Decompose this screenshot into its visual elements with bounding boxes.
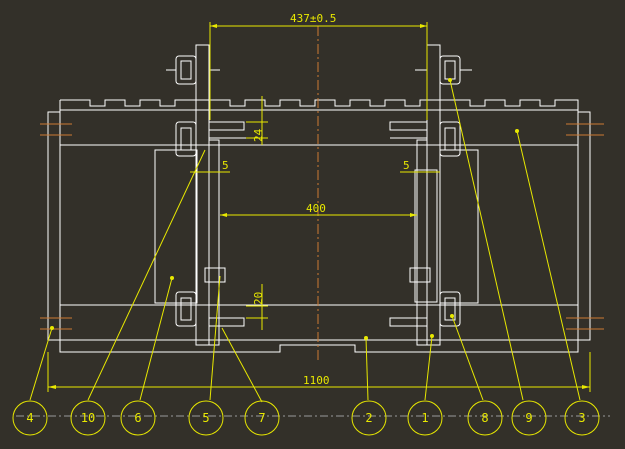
right-lower-bar: [389, 317, 428, 327]
balloon-9: 9: [511, 400, 547, 436]
balloon-6: 6: [120, 400, 156, 436]
balloon-10: 10: [70, 400, 106, 436]
left-upright-inner: [208, 139, 220, 346]
left-upright-outer: [195, 44, 210, 346]
main-frame: [47, 99, 591, 353]
top-crossbar: [60, 99, 579, 110]
right-upper-bar: [389, 121, 428, 131]
balloon-9-label: 9: [525, 411, 532, 425]
left-lower-bar: [208, 317, 245, 327]
balloon-5: 5: [188, 400, 224, 436]
dimension-left-gap: 5: [190, 159, 230, 173]
bolts: [166, 55, 472, 327]
left-gap-label: 5: [222, 159, 229, 172]
dimension-overall-span: 437±0.5: [209, 12, 428, 120]
uprights: [195, 44, 441, 346]
balloon-2: 2: [351, 400, 387, 436]
inner-width-label: 400: [306, 202, 326, 215]
right-upright-outer: [426, 44, 441, 346]
balloon-5-label: 5: [202, 411, 209, 425]
balloon-3: 3: [564, 400, 600, 436]
bolt-left-bottom: [175, 291, 197, 327]
balloon-1-label: 1: [421, 411, 428, 425]
dimension-top-bar-height: 24: [246, 96, 268, 145]
balloon-8-label: 8: [481, 411, 488, 425]
overall-span-label: 437±0.5: [290, 12, 336, 25]
balloon-2-label: 2: [365, 411, 372, 425]
dimension-overall-length: 1100: [47, 352, 591, 392]
balloon-10-label: 10: [81, 411, 95, 425]
top-bar-height-label: 24: [252, 128, 265, 142]
dimension-bottom-bar-height: 20: [246, 284, 268, 330]
balloon-3-label: 3: [578, 411, 585, 425]
balloon-7-label: 7: [258, 411, 265, 425]
balloon-4: 4: [12, 400, 48, 436]
right-upright-inner: [416, 139, 428, 346]
balloon-6-label: 6: [134, 411, 141, 425]
bolt-left-mid: [175, 121, 197, 157]
left-upper-bar: [208, 121, 245, 131]
balloon-4-label: 4: [26, 411, 33, 425]
overall-length-label: 1100: [303, 374, 330, 387]
dimension-right-gap: 5: [400, 159, 440, 173]
right-end-post: [577, 111, 591, 341]
balloon-7: 7: [244, 400, 280, 436]
right-gap-label: 5: [403, 159, 410, 172]
balloon-8: 8: [467, 400, 503, 436]
bolt-left-top: [166, 55, 220, 85]
bottom-bar-height-label: 20: [252, 292, 265, 305]
left-clamp-tab: [204, 267, 226, 283]
right-inner-block: [439, 149, 479, 304]
centerlines: [16, 26, 610, 417]
left-inner-block: [154, 149, 198, 304]
balloon-1: 1: [407, 400, 443, 436]
bolt-right-top: [415, 55, 472, 85]
right-clamp-tab: [409, 267, 431, 283]
right-inner-slot: [414, 169, 438, 303]
left-end-post: [47, 111, 61, 341]
leader-lines: [29, 78, 581, 403]
bottom-plate: [59, 340, 579, 353]
bolt-right-mid: [439, 121, 461, 157]
bolt-right-bottom: [439, 291, 461, 327]
dimension-inner-width: 400: [220, 202, 417, 217]
